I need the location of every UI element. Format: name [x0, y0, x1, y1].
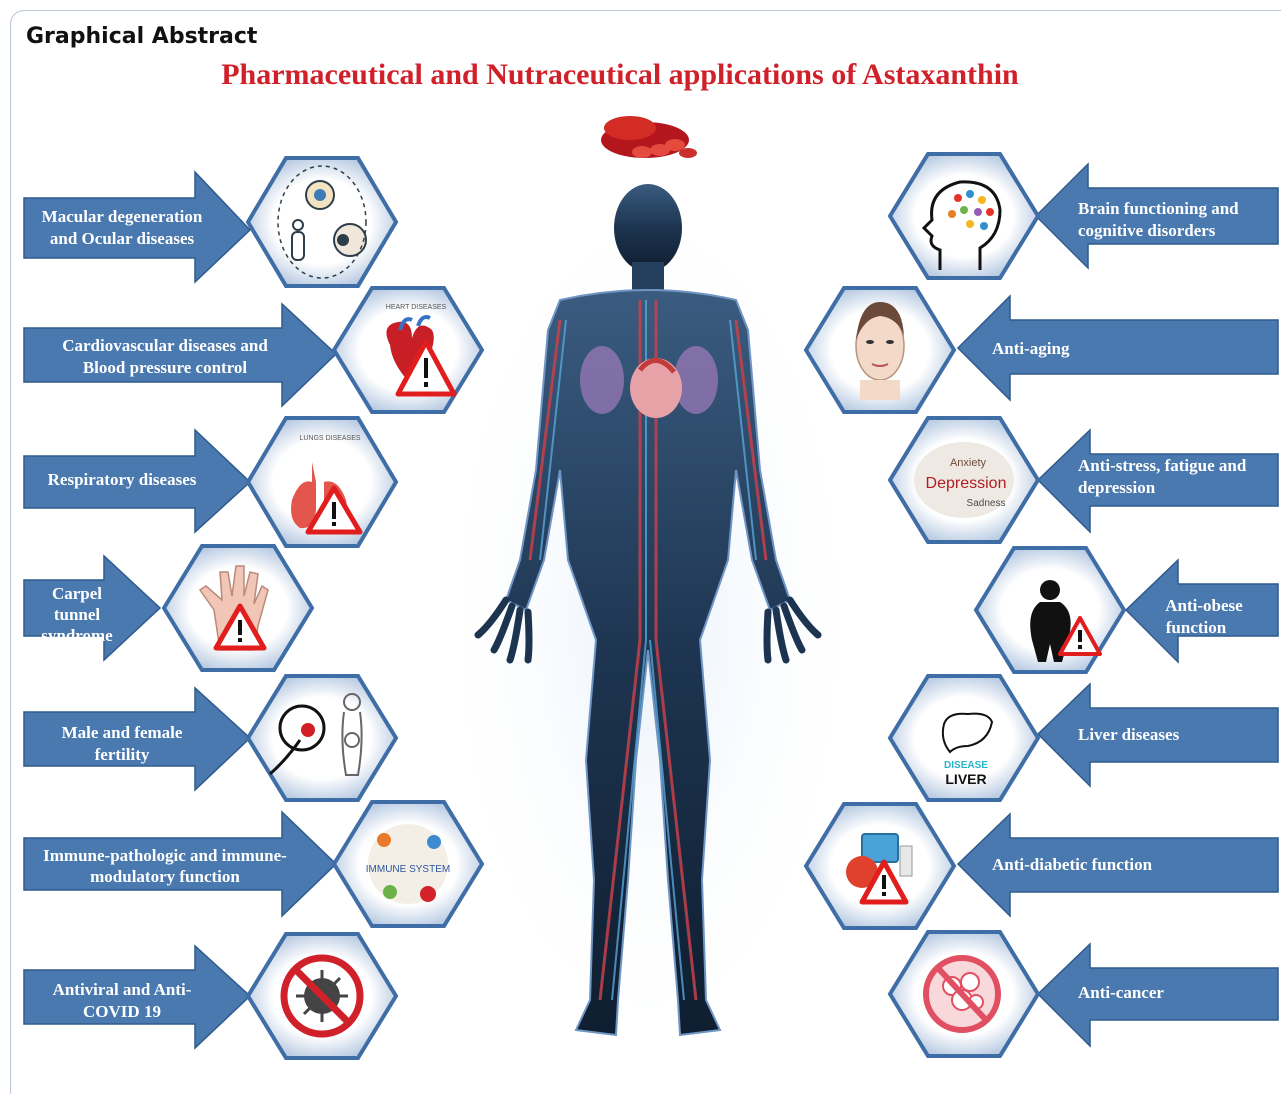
right-item-5-label-line1: Liver diseases [1078, 725, 1180, 744]
right-item-5: Liver diseases DISEASE LIVER [887, 674, 1279, 802]
left-item-7-label-line1: Antiviral and Anti- [53, 980, 192, 999]
left-item-2-label-line2: Blood pressure control [83, 358, 248, 377]
lungs-warning-icon [291, 462, 363, 535]
left-item-1-label-line2: and Ocular diseases [50, 229, 195, 248]
right-item-3: Anti-stress, fatigue and depression Anxi… [887, 416, 1279, 544]
no-virus-icon [280, 954, 364, 1038]
right-item-7: Anti-cancer [887, 930, 1279, 1058]
right-item-6: Anti-diabetic function [803, 802, 1279, 930]
heart-warning-icon [386, 315, 457, 397]
abstract-frame [10, 10, 1281, 1094]
left-item-3-caption: LUNGS DISEASES [299, 435, 360, 442]
immune-system-caption: IMMUNE SYSTEM [366, 864, 450, 875]
left-item-7: Antiviral and Anti- COVID 19 [23, 932, 399, 1060]
left-item-2: Cardiovascular diseases and Blood pressu… [23, 286, 485, 414]
liver-caption-liver: LIVER [945, 771, 986, 787]
right-item-1-label-line2: cognitive disorders [1078, 221, 1216, 240]
astaxanthin-capsules-icon [601, 116, 697, 158]
page-title: Pharmaceutical and Nutraceutical applica… [221, 58, 1019, 91]
depression-wordcloud-icon: Anxiety Depression Sadness [914, 442, 1014, 518]
right-item-7-label-line1: Anti-cancer [1078, 983, 1164, 1002]
fertility-icon [269, 693, 363, 776]
liver-caption-disease: DISEASE [944, 760, 988, 771]
wordcloud-word-sadness: Sadness [967, 498, 1006, 509]
liver-icon: DISEASE LIVER [941, 712, 994, 787]
left-item-4: Carpel tunnel syndrome [23, 544, 315, 672]
left-item-6-label-line2: modulatory function [90, 867, 240, 886]
left-item-2-label-line1: Cardiovascular diseases and [62, 336, 268, 355]
right-item-1: Brain functioning and cognitive disorder… [887, 152, 1279, 280]
immune-system-icon: IMMUNE SYSTEM [366, 824, 450, 904]
left-item-4-label-line2: tunnel [54, 605, 101, 624]
right-item-1-label-line1: Brain functioning and [1078, 199, 1239, 218]
hand-warning-icon [198, 565, 269, 651]
right-item-2: Anti-aging [803, 286, 1279, 414]
left-item-5: Male and female fertility [23, 674, 399, 802]
right-item-3-label-line1: Anti-stress, fatigue and [1078, 456, 1247, 475]
right-item-3-label-line2: depression [1078, 478, 1156, 497]
obesity-warning-icon [1030, 580, 1102, 662]
left-item-6: Immune-pathologic and immune- modulatory… [23, 800, 485, 928]
right-item-4-label-line2: function [1166, 618, 1227, 637]
no-cancer-icon [923, 955, 1001, 1033]
left-item-7-label-line2: COVID 19 [83, 1002, 161, 1021]
left-item-3: Respiratory diseases LUNGS DISEASES [23, 416, 399, 548]
left-item-6-label-line1: Immune-pathologic and immune- [43, 846, 287, 865]
eye-anatomy-icon [277, 165, 367, 279]
left-item-5-label-line1: Male and female [62, 723, 183, 742]
human-body-figure [430, 170, 870, 1070]
left-item-4-label-line3: syndrome [41, 626, 113, 645]
wordcloud-word-anxiety: Anxiety [950, 457, 987, 469]
right-item-4: Anti-obese function [973, 546, 1279, 674]
right-item-2-label-line1: Anti-aging [992, 339, 1070, 358]
wordcloud-word-depression: Depression [926, 475, 1007, 492]
left-item-1: Macular degeneration and Ocular diseases [23, 156, 399, 288]
section-label: Graphical Abstract [26, 24, 258, 49]
left-item-4-label-line1: Carpel [52, 584, 102, 603]
face-aging-icon [855, 302, 905, 400]
left-item-5-label-line2: fertility [95, 745, 150, 764]
left-item-2-caption: HEART DISEASES [386, 304, 447, 311]
brain-head-icon [921, 180, 1002, 270]
diabetes-warning-icon [846, 833, 913, 905]
left-item-3-label-line1: Respiratory diseases [48, 470, 197, 489]
left-item-1-label-line1: Macular degeneration [42, 207, 203, 226]
right-item-6-label-line1: Anti-diabetic function [992, 855, 1153, 874]
right-item-4-label-line1: Anti-obese [1165, 596, 1243, 615]
